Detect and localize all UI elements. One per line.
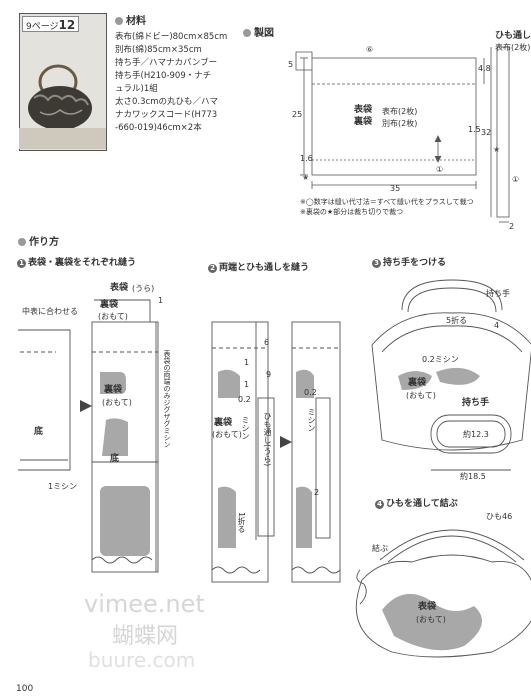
svg-text:★: ★ (493, 145, 500, 154)
cord-title: ひも通し (495, 31, 531, 41)
pattern-ura: 裏袋 (354, 117, 373, 127)
s4-omote: 表袋 (418, 602, 437, 612)
pattern-left-5: 5 (288, 60, 294, 69)
pattern-note: ※裏袋の★部分は裁ち切りで裁つ (300, 208, 404, 216)
howto-heading: 作り方 (18, 237, 59, 249)
pattern-ura-fabric: 別布(2枚) (382, 119, 418, 128)
material-line: 持ち手／ハマナカバンブー (115, 58, 218, 68)
s3-fold5: 5折る (446, 316, 468, 325)
pattern-side-circle: ① (436, 165, 444, 174)
page-ref-label: 9ページ (26, 22, 59, 32)
s3-outer: 約18.5 (460, 472, 486, 481)
s1-ura-note: (うら) (132, 284, 155, 293)
material-line: 持ち手(H210-909・ナチ (115, 71, 212, 81)
pattern-omote: 表袋 (354, 105, 373, 115)
s1-ura-mid: 裏袋 (104, 385, 123, 395)
s2-machine: ミシン (241, 416, 250, 440)
s2-omote: (おもて) (212, 430, 242, 439)
bullet-icon (18, 238, 26, 246)
s1-omote-mid: (おもて) (102, 398, 132, 407)
materials-list: 表布(綿ドビー)80cm×85cm 別布(綿)85cm×35cm 持ち手／ハマナ… (115, 31, 227, 135)
s1-omote-note: (おもて) (98, 312, 128, 321)
page-ref: 9ページ12 (22, 16, 80, 32)
s1-bottom: 底 (34, 427, 44, 437)
s2-one-b: 1 (244, 380, 250, 389)
s3-handle2: 持ち手 (462, 398, 490, 408)
s3-handle: 持ち手 (486, 289, 510, 298)
s3-four: 4 (494, 321, 500, 330)
watermark-line2: 蝴蝶网 (112, 624, 179, 649)
s2-nine: 9 (266, 370, 272, 379)
watermark-line1: vimee.net (84, 590, 205, 618)
s1-ura: 裏袋 (100, 300, 119, 310)
material-line: -660-019)46cm×2本 (115, 123, 202, 133)
s3-ura: 裏袋 (408, 378, 427, 388)
s2-six: 6 (264, 338, 270, 347)
material-line: ナカワックスコード(H773 (115, 110, 218, 120)
pattern-circ-16: 1.6 (300, 154, 313, 163)
pattern-top-circle: ⑥ (366, 45, 374, 54)
material-line: ュラル)1組 (115, 84, 158, 94)
s3-pt2: 0.2ミシン (422, 355, 459, 364)
s2-two: 2 (314, 488, 320, 497)
s2-pt2b: 0.2 (304, 388, 317, 397)
s1-bottom2: 底 (110, 454, 120, 464)
s1-center: 中表に合わせる (22, 307, 78, 316)
pattern-circ-15: 1.5 (468, 125, 481, 134)
s2-one-a: 1 (244, 358, 250, 367)
cord-fabric: 表布(2枚) (495, 43, 531, 52)
pattern-width-35: 35 (390, 184, 401, 193)
material-line: 太さ0.3cmの丸ひも／ハマ (115, 97, 218, 107)
cord-circle: ① (512, 175, 520, 184)
s2-pt2: 0.2 (238, 395, 251, 404)
s1-omote-top: 表袋 (110, 283, 129, 293)
page-number: 100 (16, 684, 34, 694)
s4-cord: ひも46 (486, 512, 513, 521)
bullet-icon (115, 17, 123, 25)
materials-heading: 材料 (115, 16, 146, 28)
s2-machine2: ミシン (307, 408, 316, 432)
s2-fold: 1折る (237, 512, 246, 534)
cord-width: 2 (509, 222, 515, 231)
cord-length: 32 (481, 128, 492, 137)
s3-inner: 約12.3 (463, 430, 489, 439)
svg-text:★: ★ (302, 173, 309, 182)
s4-omote-note: (おもて) (416, 615, 446, 624)
s1-sewn: 表袋の両端のみジグザグミシン (163, 350, 171, 448)
pattern-height-25: 25 (292, 110, 303, 119)
material-line: 表布(綿ドビー)80cm×85cm (115, 32, 228, 42)
s1-one: 1 (158, 296, 164, 305)
pattern-seam-48: 4.8 (478, 64, 491, 73)
s3-omote: (おもて) (406, 391, 436, 400)
material-line: 別布(綿)85cm×35cm (115, 45, 202, 55)
bullet-icon (243, 29, 251, 37)
watermark-line3: buure.com (88, 648, 196, 672)
pattern-note: ※◯数字は縫い代寸法＝すべて縫い代をプラスして裁つ (300, 198, 474, 206)
s2-ura: 裏袋 (214, 418, 233, 428)
s1-one-machine: 1ミシン (48, 482, 78, 491)
page-ref-number: 12 (58, 18, 76, 32)
pattern-omote-fabric: 表布(2枚) (382, 107, 418, 116)
s2-cord: ひも通し(うら) (263, 412, 272, 467)
pattern-heading: 製図 (243, 28, 274, 40)
s4-tie: 結ぶ (372, 544, 388, 553)
